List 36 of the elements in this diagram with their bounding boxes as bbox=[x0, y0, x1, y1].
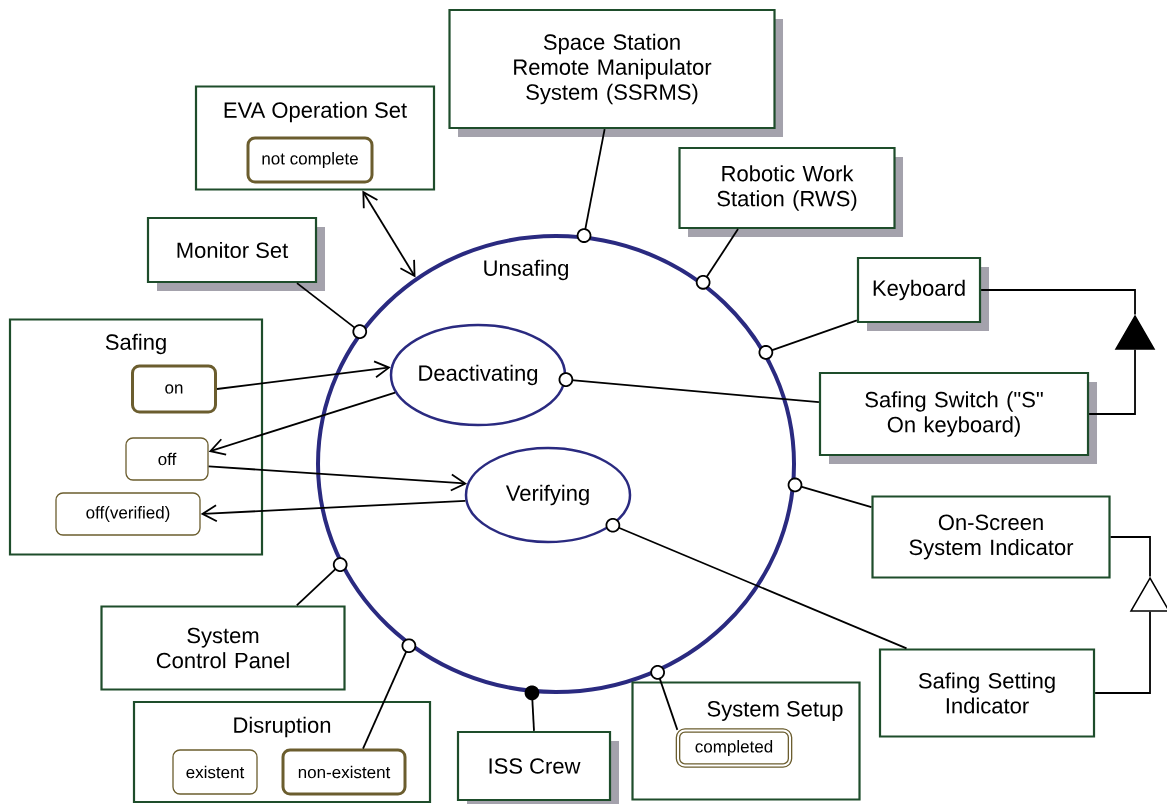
state-box: off bbox=[125, 437, 209, 481]
link-line bbox=[558, 372, 820, 404]
connector-line bbox=[1094, 610, 1151, 694]
link-line bbox=[605, 517, 908, 650]
object-box: System Control Panel bbox=[100, 605, 346, 691]
arrow bbox=[200, 499, 467, 523]
state-box: existent bbox=[172, 749, 258, 795]
object-box: ISS Crew bbox=[456, 730, 619, 804]
state-box: on bbox=[131, 364, 217, 414]
state-box: completed bbox=[675, 728, 793, 768]
object-box: Robotic Work Station (RWS) bbox=[678, 146, 903, 237]
link-line bbox=[787, 477, 873, 509]
object-box: Safing Switch ("S" On keyboard) bbox=[818, 371, 1097, 464]
link-line bbox=[362, 638, 417, 750]
link-line bbox=[524, 685, 540, 732]
connector-line bbox=[1088, 348, 1136, 415]
object-box: Safing Setting Indicator bbox=[878, 648, 1096, 738]
link-line bbox=[758, 319, 858, 360]
state-box: off(verified) bbox=[55, 492, 201, 536]
object-box: Keyboard bbox=[856, 256, 989, 331]
state-box: not complete bbox=[246, 136, 374, 184]
arrow bbox=[216, 360, 391, 390]
arrow bbox=[208, 391, 397, 456]
link-line bbox=[695, 228, 739, 290]
object-box: Space Station Remote Manipulator System (SSRMS) bbox=[448, 8, 783, 137]
double-arrow bbox=[362, 190, 416, 278]
object-box: Monitor Set bbox=[146, 216, 325, 291]
link-line bbox=[295, 557, 348, 607]
link-line bbox=[576, 128, 606, 243]
connector-line bbox=[1109, 536, 1151, 578]
link-line bbox=[650, 665, 679, 731]
state-box: non-existent bbox=[281, 748, 407, 796]
object-box: On-Screen System Indicator bbox=[871, 495, 1111, 579]
arrow bbox=[207, 465, 468, 492]
connector-line bbox=[980, 289, 1136, 316]
link-line bbox=[296, 282, 368, 339]
